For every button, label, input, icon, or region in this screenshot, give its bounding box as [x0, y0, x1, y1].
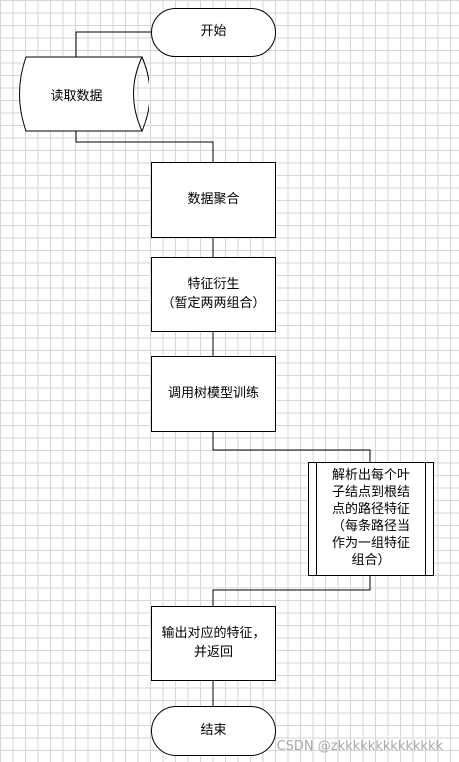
parse-paths-subprocess: 解析出每个叶 子结点到根结 点的路径特征 （每条路径当 作为一组特征 组合） — [308, 462, 434, 576]
start-terminal: 开始 — [151, 8, 276, 57]
connector-parse-to-output — [212, 576, 371, 606]
read-data-storage: 读取数据 — [12, 56, 151, 133]
feature-derive-label: 特征衍生 （暂定两两组合） — [161, 276, 266, 311]
end-terminal: 结束 — [151, 706, 276, 756]
parse-paths-label: 解析出每个叶 子结点到根结 点的路径特征 （每条路径当 作为一组特征 组合） — [331, 468, 410, 568]
start-label: 开始 — [200, 24, 227, 40]
train-tree-process: 调用树模型训练 — [151, 356, 276, 432]
read-data-label: 读取数据 — [50, 89, 103, 104]
end-label: 结束 — [200, 722, 227, 738]
connector-start-to-read — [75, 31, 151, 57]
aggregate-label: 数据聚合 — [187, 191, 240, 207]
output-label: 输出对应的特征， 并返回 — [161, 625, 266, 660]
connector-read-to-aggregate — [75, 131, 214, 162]
connector-train-to-parse — [212, 432, 371, 462]
feature-derive-process: 特征衍生 （暂定两两组合） — [151, 257, 276, 332]
output-process: 输出对应的特征， 并返回 — [151, 606, 276, 681]
train-tree-label: 调用树模型训练 — [167, 385, 259, 401]
aggregate-process: 数据聚合 — [151, 162, 276, 238]
watermark: CSDN @zkkkkkkkkkkkkkk — [276, 739, 443, 754]
